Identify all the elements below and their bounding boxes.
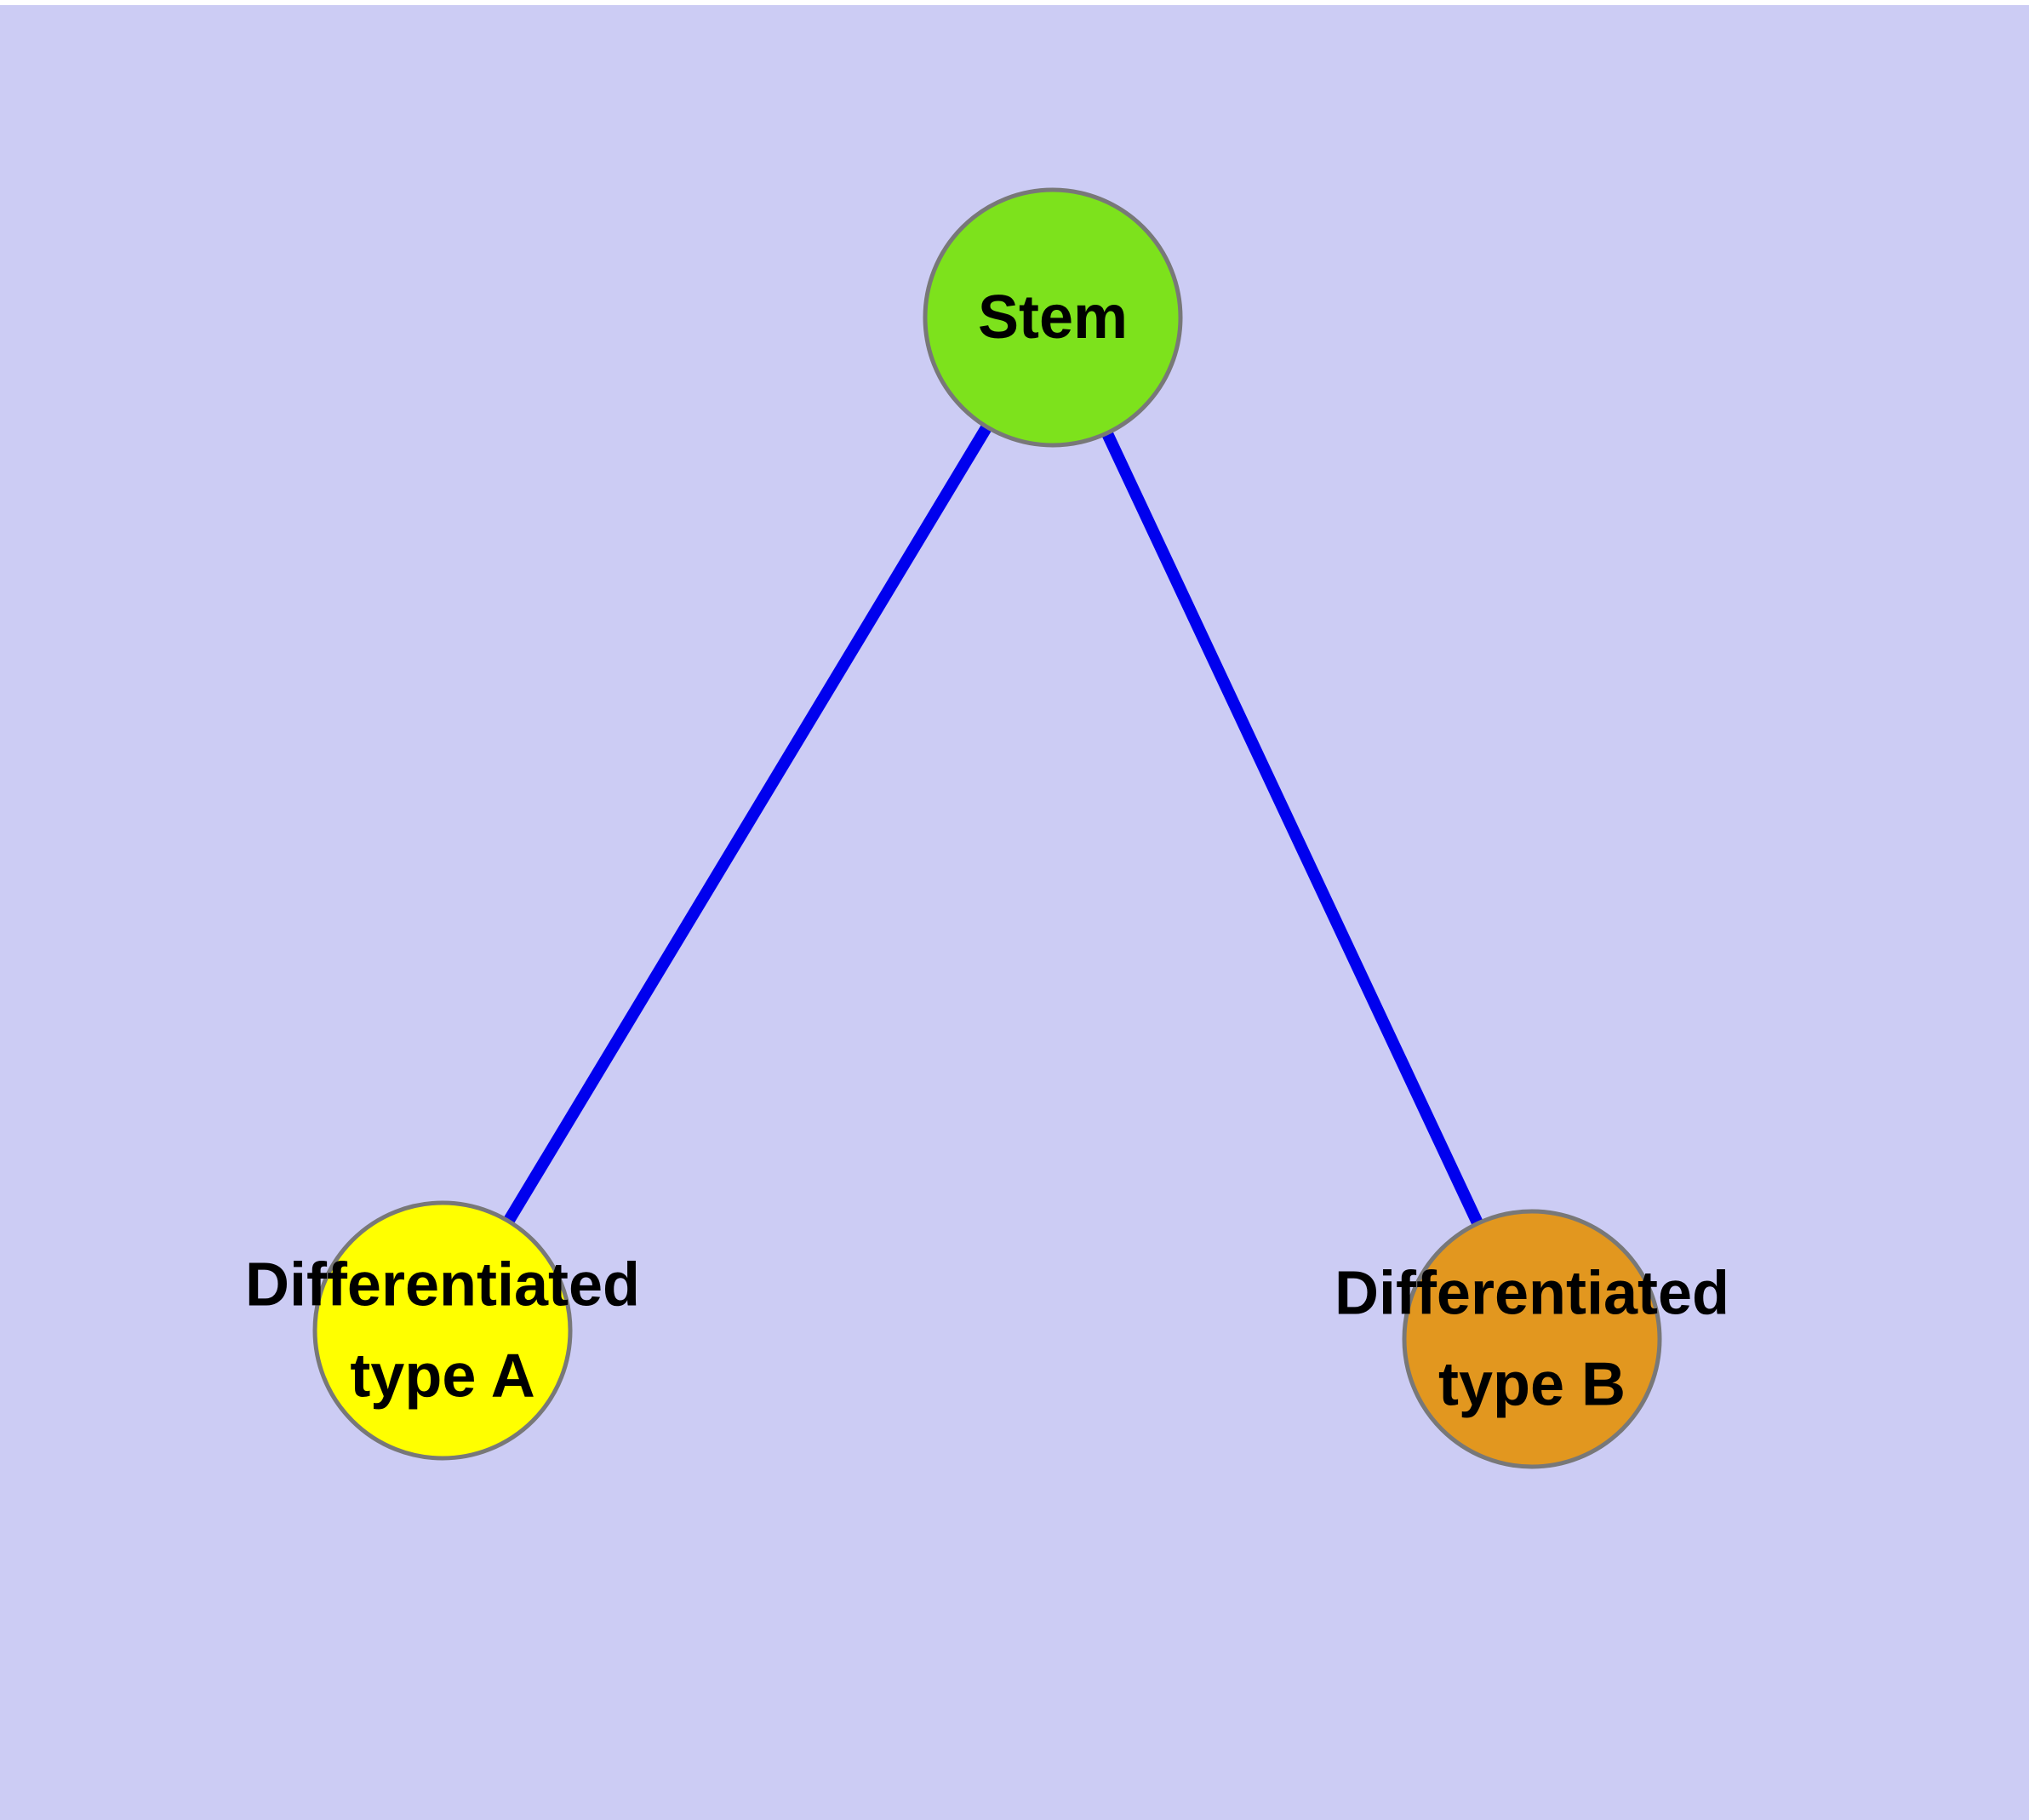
node-label-stem: Stem [978,283,1128,352]
edges-layer [437,314,1538,1342]
nodes-layer [312,187,1662,1469]
top-strip [0,0,2029,5]
edge-stem-to-type-b [1047,315,1538,1342]
node-circle-stem [923,187,1183,448]
edge-stem-to-type-a [437,314,1058,1334]
node-circle-type-b [1402,1209,1662,1469]
node-circle-type-a [312,1200,573,1461]
